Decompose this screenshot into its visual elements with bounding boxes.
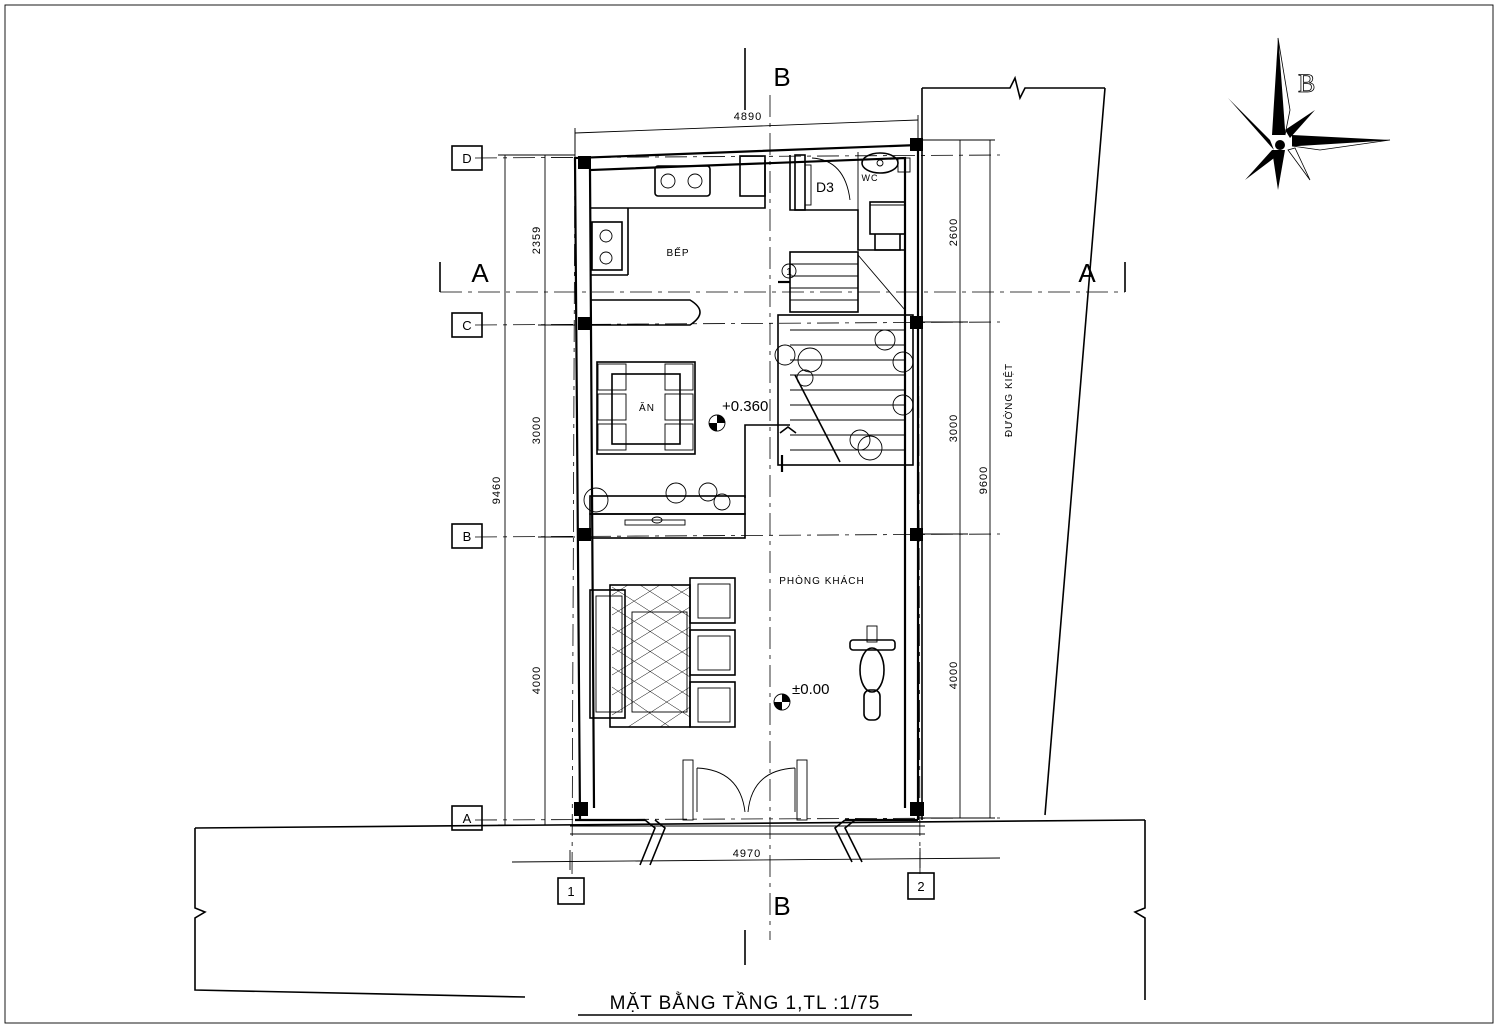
svg-text:4000: 4000 (948, 661, 960, 689)
dimension-top: 4890 (574, 111, 919, 158)
svg-text:4000: 4000 (531, 666, 543, 694)
svg-text:±0.00: ±0.00 (792, 681, 829, 698)
grid-bubble-b: B (451, 523, 483, 549)
stair: 1 (744, 251, 914, 498)
sheet-border (4, 4, 1494, 1024)
level-marker-ground: ±0.00 (773, 681, 829, 711)
main-entrance-door (682, 759, 808, 821)
svg-text:A: A (463, 811, 472, 826)
svg-text:2359: 2359 (531, 226, 543, 254)
svg-text:+0.360: +0.360 (722, 398, 768, 415)
grid-axes (440, 95, 1125, 940)
room-label-wc: WC (862, 173, 879, 183)
kitchen-counter (590, 155, 766, 326)
compass-icon: B (1228, 37, 1391, 190)
site-boundary (194, 75, 1146, 1000)
entry-steps (639, 819, 863, 866)
road-label: ĐƯỜNG KIỆT (1002, 363, 1015, 437)
wc-room (789, 152, 911, 251)
grid-bubble-1: 1 (557, 877, 585, 905)
svg-text:9460: 9460 (491, 476, 503, 504)
svg-text:9600: 9600 (978, 466, 990, 494)
dining-table (596, 361, 696, 455)
section-mark-b-bottom: B (773, 891, 790, 921)
svg-text:2: 2 (917, 879, 924, 894)
dimension-right: 9600 2600 3000 4000 (918, 139, 995, 819)
svg-text:1: 1 (567, 884, 574, 899)
room-label-living: PHÒNG KHÁCH (779, 574, 864, 587)
svg-text:4970: 4970 (733, 848, 761, 860)
compass-letter: B (1298, 69, 1315, 98)
structural-columns (574, 138, 924, 816)
grid-bubble-a: A (451, 805, 483, 831)
drawing-title: MẶT BẰNG TẦNG 1,TL :1/75 (610, 992, 881, 1014)
svg-text:3000: 3000 (531, 416, 543, 444)
dimension-bottom: 4970 (511, 848, 1001, 870)
section-mark-a-right: A (1078, 258, 1096, 288)
room-label-dining: ĂN (639, 401, 655, 414)
level-marker-upper: +0.360 (708, 398, 768, 432)
svg-text:2600: 2600 (948, 218, 960, 246)
section-mark-b-top: B (773, 62, 790, 92)
exterior-walls (570, 143, 925, 835)
dimension-left: 9460 2359 3000 4000 (491, 154, 575, 826)
svg-text:B: B (463, 529, 472, 544)
svg-text:3000: 3000 (948, 414, 960, 442)
door-label-d3: D3 (816, 179, 834, 195)
svg-text:C: C (462, 318, 471, 333)
grid-bubble-c: C (451, 312, 483, 338)
stair-mark: 1 (786, 267, 792, 278)
room-label-kitchen: BẾP (666, 246, 689, 259)
section-mark-a-left: A (471, 258, 489, 288)
grid-bubble-2: 2 (907, 872, 935, 900)
grid-bubble-d: D (451, 145, 483, 171)
svg-text:D: D (462, 151, 471, 166)
motorbike-icon (849, 625, 896, 721)
svg-text:4890: 4890 (734, 111, 762, 123)
planter-partition (583, 482, 746, 539)
sofa-set (589, 577, 736, 728)
